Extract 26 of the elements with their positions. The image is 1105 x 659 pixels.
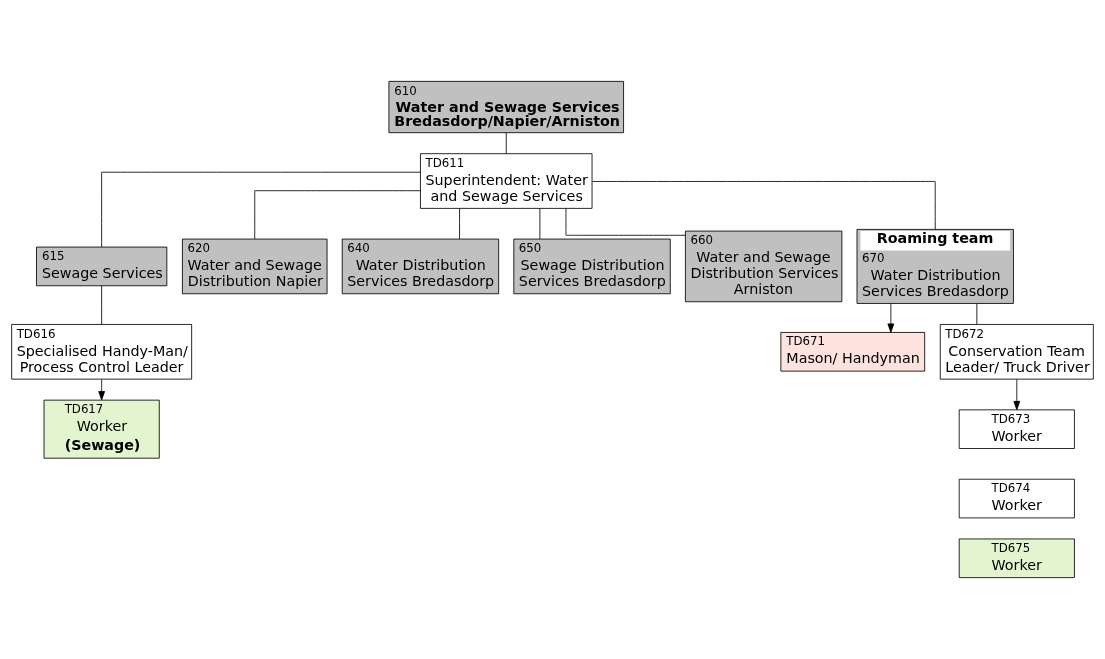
arrow	[1013, 378, 1021, 411]
node-box: TD616 Specialised Handy-Man/ Process Control Leader	[11, 324, 193, 380]
node-box: 615 Sewage Services	[36, 246, 168, 287]
node-box: 640 Water Distribution Services Bredasdorp	[341, 238, 500, 295]
connector	[101, 285, 103, 325]
connector	[539, 208, 541, 240]
connector	[976, 303, 978, 325]
connector	[505, 132, 507, 154]
node-box: TD671 Mason/ Handyman	[780, 332, 926, 372]
node-box: 660 Water and Sewage Distribution Services Arniston	[685, 230, 843, 303]
connector	[565, 208, 686, 236]
node-box: TD672 Conservation Team Leader/ Truck Driver	[939, 324, 1094, 380]
node-box: 610 Water and Sewage Services Bredasdorp/Napier/Arniston	[388, 80, 624, 134]
node-box: TD675 Worker	[958, 538, 1075, 579]
arrow	[887, 303, 895, 333]
node-box: TD673 Worker	[958, 409, 1075, 449]
node-box: 620 Water and Sewage Distribution Napier	[182, 238, 328, 295]
arrow	[98, 378, 105, 401]
connector	[459, 208, 460, 240]
node-box: 650 Sewage Distribution Services Bredasdorp	[513, 238, 671, 295]
node-box: TD611 Superintendent: Water and Sewage Services	[420, 153, 593, 209]
connector	[101, 171, 421, 248]
connector	[591, 181, 936, 230]
connector	[254, 190, 421, 240]
node-box: TD674 Worker	[958, 478, 1075, 519]
node-box: TD617 Worker (Sewage)	[43, 399, 160, 459]
